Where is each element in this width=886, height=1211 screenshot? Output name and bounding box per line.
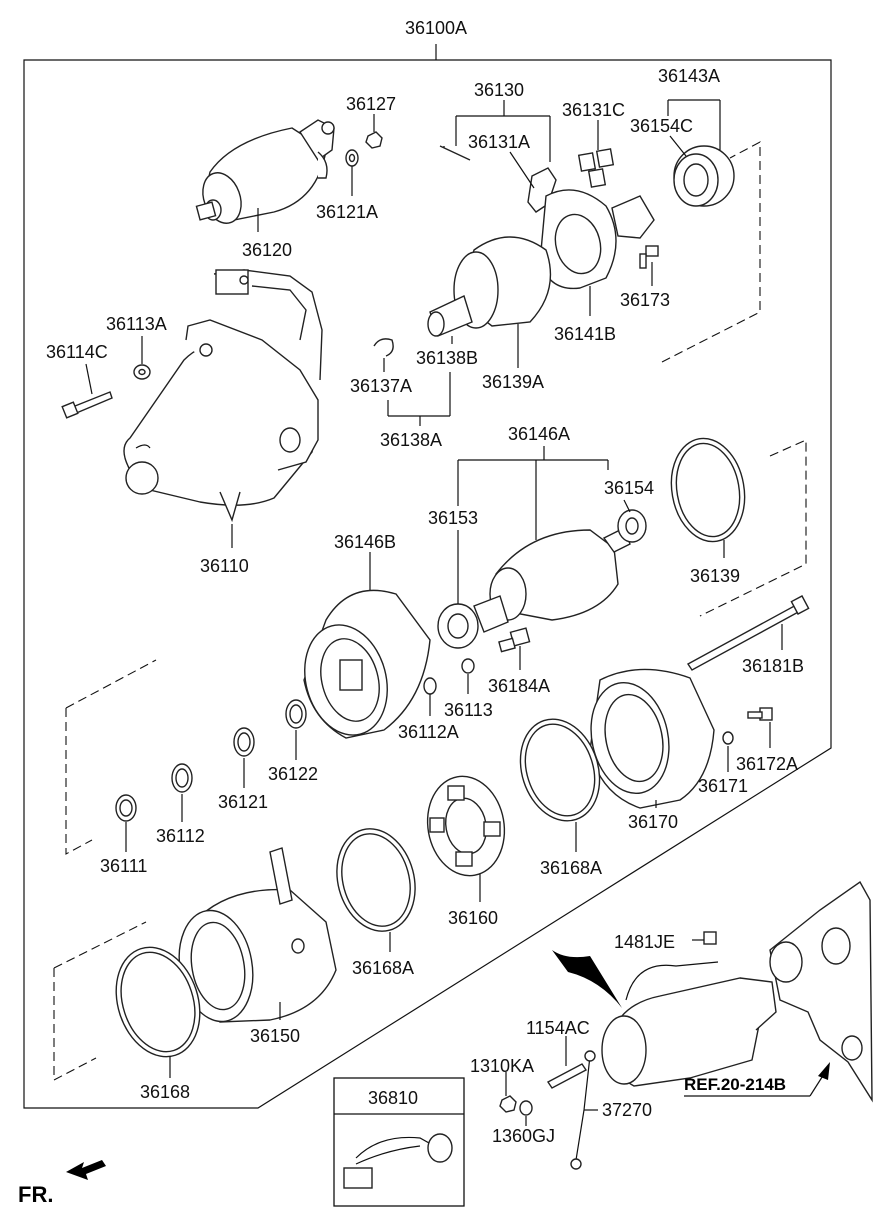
label-36122: 36122 [268,764,318,784]
label-36121A: 36121A [316,202,378,222]
label-1154AC: 1154AC [526,1018,590,1038]
label-1360GJ: 1360GJ [492,1126,555,1146]
bearing-36154 [617,509,647,543]
label-36138B: 36138B [416,348,478,368]
label-36120: 36120 [242,240,292,260]
label-36181B: 36181B [742,656,804,676]
label-36112: 36112 [156,826,205,846]
label-36172A: 36172A [736,754,798,774]
label-36127: 36127 [346,94,396,114]
yoke-36146B [303,589,431,739]
label-36170: 36170 [628,812,678,832]
block-36131C [577,148,615,188]
label-36100A: 36100A [405,18,467,38]
pin-36131A [439,145,471,161]
label-1310KA: 1310KA [470,1056,534,1076]
label-36810: 36810 [368,1088,418,1108]
dash-mid-right [699,439,807,617]
label-36168: 36168 [140,1082,190,1102]
fr-label: FR. [18,1182,53,1207]
label-36184A: 36184A [488,676,550,696]
label-36141B: 36141B [554,324,616,344]
ring-36137A [373,338,394,357]
label-36168A-mid: 36168A [540,858,602,878]
label-36173: 36173 [620,290,670,310]
dash-lower-left-top [53,921,147,969]
label-37270: 37270 [602,1100,652,1120]
harness-36810 [343,1133,453,1189]
label-36146A: 36146A [508,424,570,444]
label-36139: 36139 [690,566,740,586]
bolt-36172A [747,707,773,721]
bolt-36184A [498,627,531,653]
label-36168A-low: 36168A [352,958,414,978]
bearing-36143A [673,145,735,207]
washer-36171 [722,731,734,745]
washer-36112A [423,677,437,695]
bolt-36173 [639,245,659,269]
fr-arrow-icon [66,1160,106,1180]
nut-36127 [365,131,383,149]
label-36138A: 36138A [380,430,442,450]
label-36121: 36121 [218,792,268,812]
label-36114C: 36114C [46,342,108,362]
label-36137A: 36137A [350,376,412,396]
label-36130: 36130 [474,80,524,100]
label-36153: 36153 [428,508,478,528]
front-housing-36110 [123,269,323,548]
brush-holder-36160 [426,775,506,877]
armature [473,527,631,633]
bolt-36181B [686,595,810,671]
bolt-1154AC [546,1063,588,1089]
label-36112A: 36112A [398,722,459,742]
label-36139A: 36139A [482,372,544,392]
label-36143A: 36143A [658,66,720,86]
label-36110: 36110 [200,556,249,576]
label-36171: 36171 [698,776,748,796]
solenoid-36120 [195,119,335,232]
dash-mid-left-top [65,659,157,709]
pinion-36139A [427,236,552,368]
end-cover-36170 [589,668,715,809]
dash-upper-right [661,141,761,363]
ref-label: REF.20-214B [684,1075,786,1094]
assembly-frame [23,44,832,1109]
label-36154: 36154 [604,478,654,498]
dash-mid-left [65,708,93,855]
label-36150: 36150 [250,1026,300,1046]
label-36154C: 36154C [630,116,693,136]
washer-1360GJ [519,1100,533,1116]
bolt-36114C [61,391,113,419]
installed-arrow [552,950,622,1008]
label-36131A: 36131A [468,132,530,152]
label-36113: 36113 [444,700,493,720]
label-36160: 36160 [448,908,498,928]
label-36113A: 36113A [106,314,167,334]
label-36146B: 36146B [334,532,396,552]
label-1481JE: 1481JE [614,932,675,952]
washer-36113 [461,658,475,674]
installed-starter [601,931,777,1087]
dash-lower-left [53,968,97,1081]
drive-housing-36141B [539,189,655,316]
label-36111: 36111 [100,856,147,876]
bearing-36153 [437,603,479,649]
nut-1310KA [499,1095,517,1113]
engine-block [769,880,873,1103]
label-36131C: 36131C [562,100,625,120]
